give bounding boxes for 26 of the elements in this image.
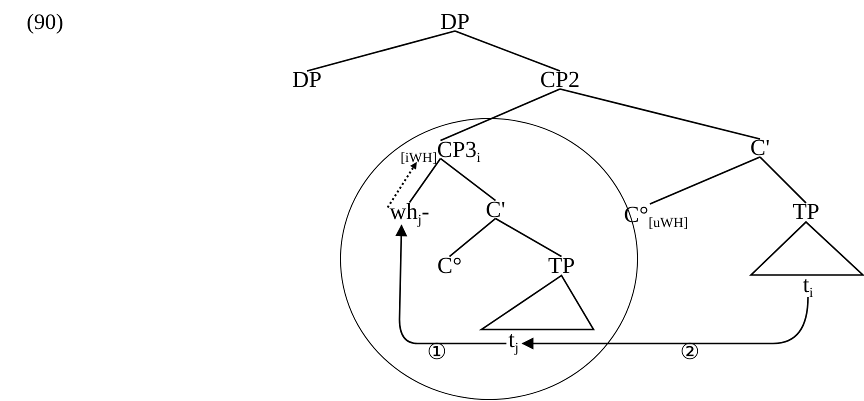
branch-line [650, 156, 760, 205]
branch-line [560, 88, 760, 140]
triangle-branch [749, 220, 864, 276]
branch-line [454, 30, 560, 72]
tree-node-label: DP [292, 68, 322, 92]
tree-node-label: TP [548, 254, 575, 278]
branch-line [759, 156, 807, 204]
tree-node-label: C' [750, 136, 770, 160]
branch-line [440, 88, 560, 142]
branch-line [449, 218, 496, 258]
branch-line [495, 218, 562, 258]
tree-node-label: $_{[iWH]}$CP3$_{i}$ [400, 138, 481, 162]
branch-line [408, 158, 442, 203]
movement-arrow [521, 296, 809, 350]
branch-line [440, 158, 496, 202]
tree-node-label: TP [792, 200, 820, 224]
triangle-branch [478, 274, 595, 330]
movement-arrow [395, 224, 506, 344]
branch-line [306, 30, 456, 72]
tree-node-label: t$_{i}$ [802, 273, 814, 297]
tree-node-label: C' [486, 198, 506, 222]
tree-node-label: C° [437, 254, 462, 278]
example-number: (90) [26, 9, 64, 35]
tree-node-label: DP [440, 10, 470, 34]
tree-node-label: CP2 [540, 68, 580, 92]
arrow [386, 162, 418, 208]
